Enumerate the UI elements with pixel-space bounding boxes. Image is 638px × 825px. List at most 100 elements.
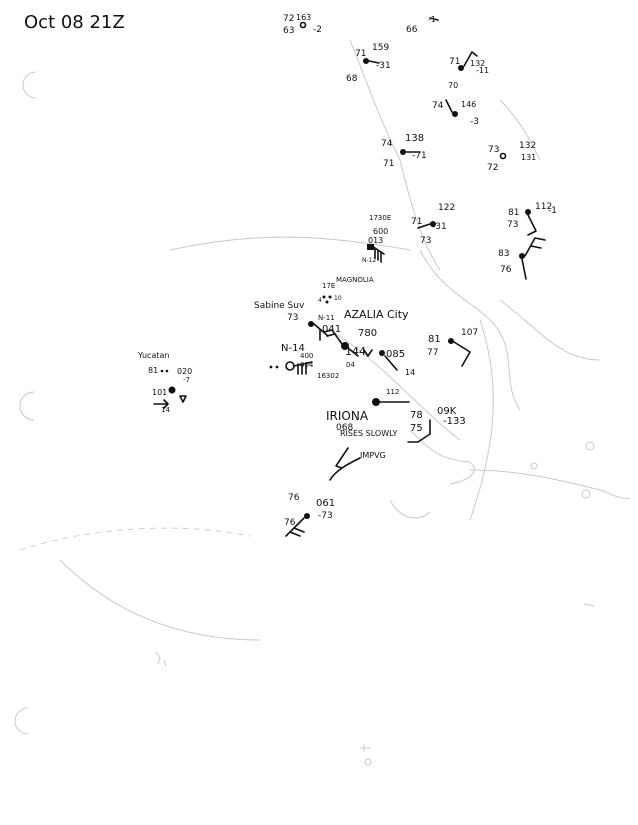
station-value: 71 — [355, 49, 366, 59]
station-value: 068 — [336, 423, 353, 433]
station-value: 63 — [283, 26, 294, 36]
station-circle-filled — [308, 321, 314, 327]
coastline-right — [419, 249, 521, 411]
weather-dots — [325, 300, 329, 304]
station-circle-filled — [452, 111, 458, 117]
station-value: 71 — [449, 57, 460, 67]
station-value: 004 — [300, 361, 314, 369]
station-value: -31 — [432, 222, 447, 232]
wind-barb — [347, 347, 359, 357]
station-value: 146 — [461, 100, 476, 109]
station-value: 020 — [177, 367, 192, 376]
station-value: 72 — [283, 14, 294, 24]
station-value: 17E — [322, 282, 335, 290]
coast-right-edge — [499, 299, 601, 361]
station-value: 107 — [461, 328, 478, 338]
station-value: 14 — [405, 368, 415, 377]
station-value: 73 — [507, 220, 518, 230]
station-circle-filled — [304, 513, 310, 519]
station-value: 085 — [386, 349, 405, 360]
station-value: 68 — [346, 74, 358, 84]
station-square — [367, 244, 374, 250]
wind-barb-multi — [323, 329, 343, 345]
coastline-bay — [409, 429, 475, 485]
pressure-tendency-note: RISES SLOWLY — [340, 429, 398, 438]
station-s20: 068 — [336, 423, 353, 433]
station-value: 16302 — [317, 372, 339, 380]
station-value: N-12 — [362, 257, 376, 264]
station-value: 1730E — [369, 214, 391, 222]
place-label-yucatan: Yucatan — [137, 351, 169, 360]
wind-barb — [417, 223, 431, 229]
date-time-label: Oct 08 21Z — [24, 12, 125, 33]
station-value: 144 — [345, 345, 366, 358]
range-ring-arc-right — [469, 319, 494, 521]
station-circle-filled — [458, 65, 464, 71]
faint-range-line — [329, 329, 461, 441]
station-value: 71 — [383, 159, 394, 169]
wind-barb — [384, 355, 398, 371]
station-value: -71 — [412, 151, 427, 161]
wind-barb — [153, 399, 169, 409]
faint-bottom-dot — [364, 758, 372, 766]
wind-barb — [407, 419, 431, 443]
station-value: 09K — [437, 406, 457, 417]
wind-barb-multi — [371, 245, 385, 263]
punch-hole-top — [22, 71, 37, 99]
station-value: 83 — [498, 249, 509, 259]
station-value: 122 — [438, 203, 455, 213]
station-value: 76 — [288, 493, 300, 503]
station-value: 74 — [381, 139, 393, 149]
station-value: 70 — [448, 81, 458, 90]
station-circle-filled — [379, 350, 385, 356]
range-ring-dashed — [19, 527, 251, 551]
station-circle-filled — [400, 149, 406, 155]
place-labels: Yucatan Sabine Suv MAGNOLIA AZALIA City … — [137, 276, 409, 460]
station-value: 4 — [318, 297, 322, 304]
place-label-magnolia: MAGNOLIA — [336, 276, 374, 284]
weather-dots — [328, 295, 332, 299]
station-value: 72 — [487, 163, 498, 173]
weather-dots — [275, 365, 279, 369]
station-circle-filled — [519, 253, 525, 259]
wind-barb — [429, 17, 439, 21]
faint-smudge — [155, 651, 167, 667]
station-circle-filled — [430, 221, 436, 227]
wind-barb — [368, 60, 380, 64]
weather-dots — [160, 369, 164, 373]
station-circle-double — [285, 361, 295, 371]
wind-barb-multi — [313, 323, 329, 341]
wind-barb — [521, 258, 527, 280]
station-value: 163 — [296, 13, 311, 22]
station-value: -31 — [376, 61, 391, 71]
place-label-azalia-city: AZALIA City — [344, 308, 409, 321]
station-value: 780 — [358, 328, 377, 339]
station-value: 74 — [432, 101, 444, 111]
station-value: 138 — [405, 133, 424, 144]
station-value: 132 — [470, 59, 485, 68]
trace-north — [349, 39, 441, 271]
punch-hole-bottom — [14, 707, 29, 735]
weather-dots — [165, 369, 169, 373]
station-value: 14 — [161, 406, 170, 414]
station-value: 73 — [420, 236, 431, 246]
station-value: 77 — [427, 348, 438, 358]
station-value: 73 — [488, 145, 499, 155]
station-value: 04 — [346, 361, 355, 369]
station-value: 78 — [410, 410, 423, 421]
station-value: 10 — [334, 295, 342, 302]
faint-station-marker — [530, 462, 538, 470]
pressure-trace — [329, 457, 361, 481]
station-value: -2 — [313, 25, 322, 35]
station-s14: 144 780 04 — [345, 328, 377, 369]
station-s2: 66-1 — [406, 15, 436, 35]
station-circle-filled — [448, 338, 454, 344]
